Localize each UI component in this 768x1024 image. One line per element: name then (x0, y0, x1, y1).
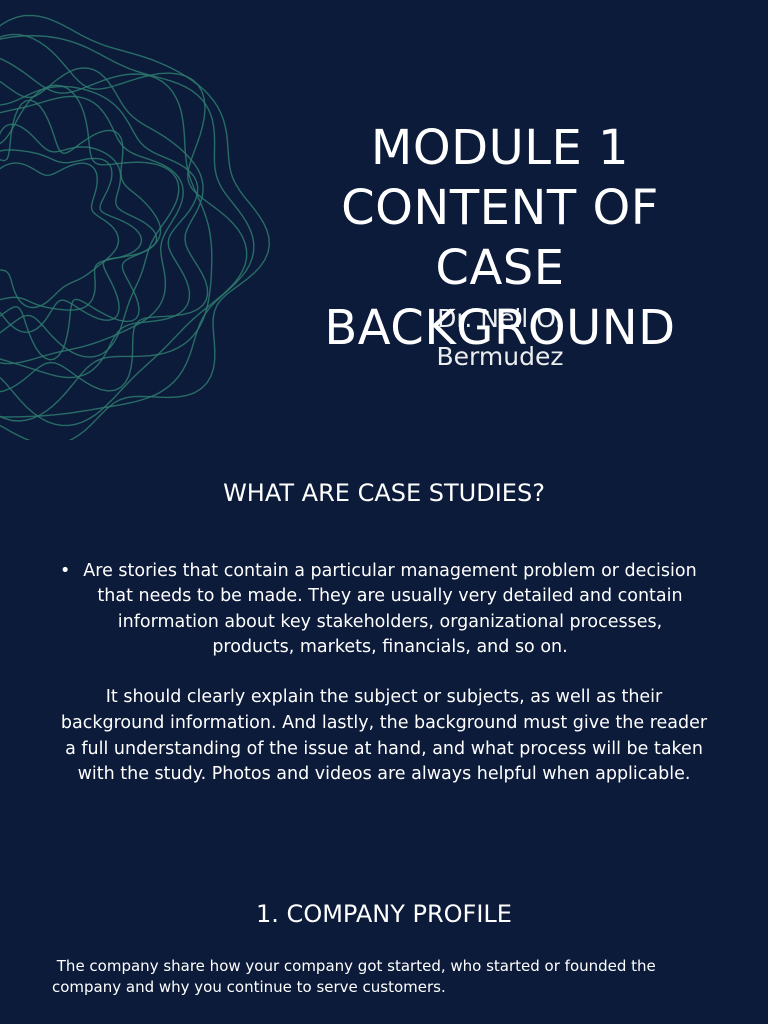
paragraph-line-2: background information. And lastly, the … (60, 712, 708, 733)
bullet-icon: • (60, 561, 71, 581)
bullet-line-4: products, markets, financials, and so on… (212, 637, 568, 658)
paragraph-line-3: a full understanding of the issue at han… (65, 738, 703, 759)
decor-ring (0, 33, 248, 427)
bullet-line-2: that needs to be made. They are usually … (97, 586, 683, 607)
background-paragraph: It should clearly explain the subject or… (40, 685, 728, 788)
profile-line-2: company and why you continue to serve cu… (52, 978, 446, 996)
decor-ring (0, 99, 162, 361)
wave-lines-decoration (0, 14, 271, 440)
title-slide: MODULE 1 CONTENT OF CASE BACKGROUND Dr. … (0, 0, 768, 440)
decor-ring (0, 14, 271, 440)
paragraph-line-4: with the study. Photos and videos are al… (77, 764, 691, 785)
decor-ring (0, 149, 143, 311)
title-line-3: CASE (435, 240, 565, 296)
decor-ring (0, 162, 120, 309)
decor-ring (0, 34, 255, 418)
decor-ring (0, 95, 184, 365)
title-line-2: CONTENT OF (341, 180, 659, 236)
profile-line-1: The company share how your company got s… (52, 957, 656, 975)
paragraph-line-1: It should clearly explain the subject or… (105, 687, 663, 707)
author-line-1: Dr. Neil O. (437, 304, 563, 333)
bullet-text: Are stories that contain a particular ma… (60, 559, 720, 661)
decor-ring (0, 57, 213, 422)
decor-ring (0, 84, 180, 358)
decor-ring (0, 123, 158, 334)
module-title: MODULE 1 CONTENT OF CASE BACKGROUND (300, 118, 700, 358)
author-line-2: Bermudez (436, 342, 564, 371)
author-name: Dr. Neil O. Bermudez (390, 300, 610, 376)
case-studies-heading: WHAT ARE CASE STUDIES? (223, 479, 545, 507)
company-profile-text: The company share how your company got s… (52, 956, 732, 998)
decor-ring (0, 67, 209, 393)
case-studies-bullet: • Are stories that contain a particular … (60, 559, 720, 661)
decor-ring (0, 85, 199, 379)
title-line-1: MODULE 1 (370, 120, 630, 176)
bullet-line-1: Are stories that contain a particular ma… (83, 561, 697, 581)
title-line-4: BACKGROUND (324, 300, 676, 356)
bullet-line-3: information about key stakeholders, orga… (117, 611, 663, 632)
company-profile-heading: 1. COMPANY PROFILE (256, 900, 512, 928)
